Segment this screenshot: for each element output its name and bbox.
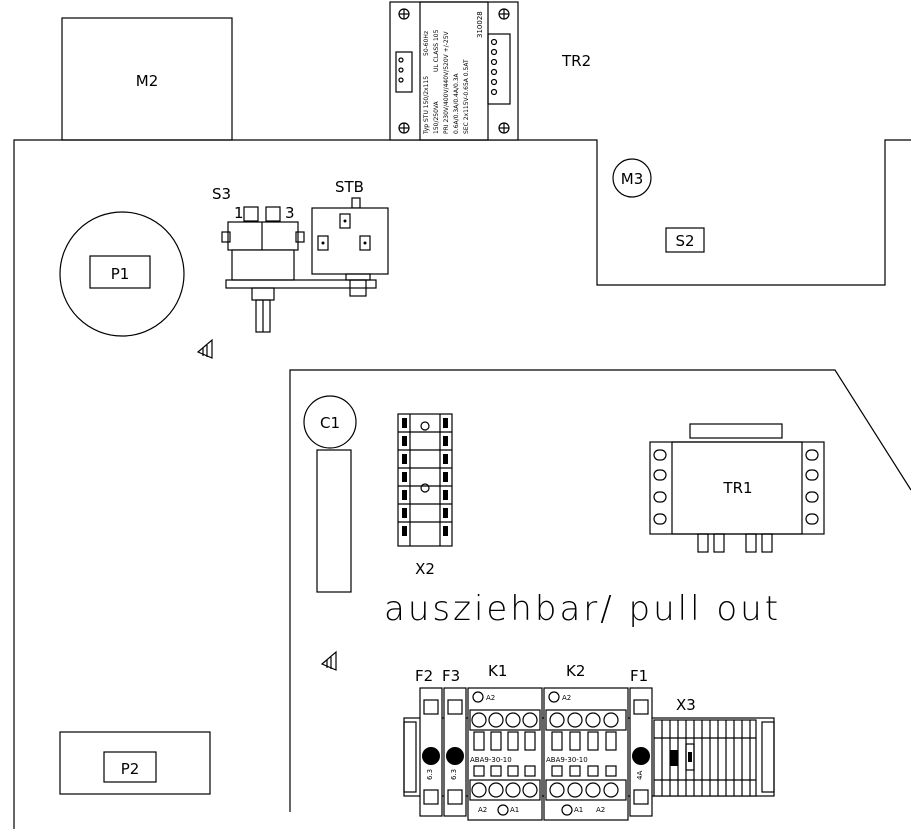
capacitor-c1: C1 xyxy=(303,395,357,593)
cabinet-outline xyxy=(13,139,911,829)
pump-p1: P1 xyxy=(59,211,185,337)
svg-text:SEC 2x115V-0.65A 0.5AT: SEC 2x115V-0.65A 0.5AT xyxy=(463,59,470,134)
motor-m3: M3 xyxy=(612,158,652,198)
thermostat-stb: STB xyxy=(311,178,389,297)
k1-model: ABA9-30-10 xyxy=(470,756,512,764)
tr1-label: TR1 xyxy=(722,479,752,497)
f1-label: F1 xyxy=(630,667,648,685)
svg-text:6.3: 6.3 xyxy=(426,769,434,780)
svg-text:A2: A2 xyxy=(478,806,487,814)
s3-pin-1: 1 xyxy=(234,204,244,222)
x2-label: X2 xyxy=(415,560,435,578)
tr2-label: TR2 xyxy=(561,52,591,70)
f3-label: F3 xyxy=(442,667,460,685)
m2-label: M2 xyxy=(136,72,159,90)
svg-text:150/250VA: 150/250VA xyxy=(433,100,440,134)
k2-label: K2 xyxy=(566,662,585,680)
svg-text:4A: 4A xyxy=(636,771,644,780)
pump-p2: P2 xyxy=(59,731,211,795)
contactor-k2: A2 ABA9-30-10 A1 A2 xyxy=(543,687,629,821)
tr2-rating-plate: Typ STU 150/2x115 50-60Hz 150/250VA UL C… xyxy=(423,11,484,135)
c1-label: C1 xyxy=(320,414,340,432)
svg-text:A2: A2 xyxy=(596,806,605,814)
k1-label: K1 xyxy=(488,662,507,680)
switch-s3: S3 1 3 xyxy=(212,185,377,333)
p1-label: P1 xyxy=(111,265,130,283)
ground-symbol-lower xyxy=(320,650,337,671)
s3-pin-3: 3 xyxy=(285,204,295,222)
pull-out-note: ausziehbar/ pull out xyxy=(384,589,781,629)
x3-label: X3 xyxy=(676,696,696,714)
transformer-tr2: Typ STU 150/2x115 50-60Hz 150/250VA UL C… xyxy=(389,1,591,141)
motor-m2: M2 xyxy=(61,17,233,141)
s3-label: S3 xyxy=(212,185,231,203)
svg-text:50-60Hz: 50-60Hz xyxy=(423,31,430,56)
svg-text:A2: A2 xyxy=(562,694,571,702)
svg-text:PRI 230V/400V/440V/520V +/-25V: PRI 230V/400V/440V/520V +/-25V xyxy=(443,30,450,134)
pull-out-drawer-outline xyxy=(289,369,911,812)
p2-label: P2 xyxy=(121,760,140,778)
terminal-block-x2: X2 xyxy=(397,413,453,578)
terminal-block-x3 xyxy=(653,719,757,797)
svg-text:6.3: 6.3 xyxy=(450,769,458,780)
f2-label: F2 xyxy=(415,667,433,685)
fuse-f3: 6.3 xyxy=(443,687,467,817)
ground-symbol-upper xyxy=(196,338,213,359)
svg-text:0.6A/0.3A/0.4A/0.3A: 0.6A/0.3A/0.4A/0.3A xyxy=(453,72,460,134)
switch-s2: S2 xyxy=(665,227,705,253)
fuse-f2: 6.3 xyxy=(419,687,443,817)
svg-text:A1: A1 xyxy=(574,806,583,814)
k2-model: ABA9-30-10 xyxy=(546,756,588,764)
transformer-tr1: TR1 xyxy=(649,423,825,553)
svg-text:310028: 310028 xyxy=(476,11,484,38)
s2-label: S2 xyxy=(675,232,694,250)
svg-text:A2: A2 xyxy=(486,694,495,702)
svg-text:Typ STU 150/2x115: Typ STU 150/2x115 xyxy=(423,76,430,135)
contactor-k1: A2 ABA9-30-10 A2 A1 xyxy=(467,687,543,821)
svg-text:A1: A1 xyxy=(510,806,519,814)
m3-label: M3 xyxy=(621,170,644,188)
stb-label: STB xyxy=(335,178,364,196)
fuse-f1: 4A xyxy=(629,687,653,817)
svg-text:UL CLASS 105: UL CLASS 105 xyxy=(433,29,440,72)
